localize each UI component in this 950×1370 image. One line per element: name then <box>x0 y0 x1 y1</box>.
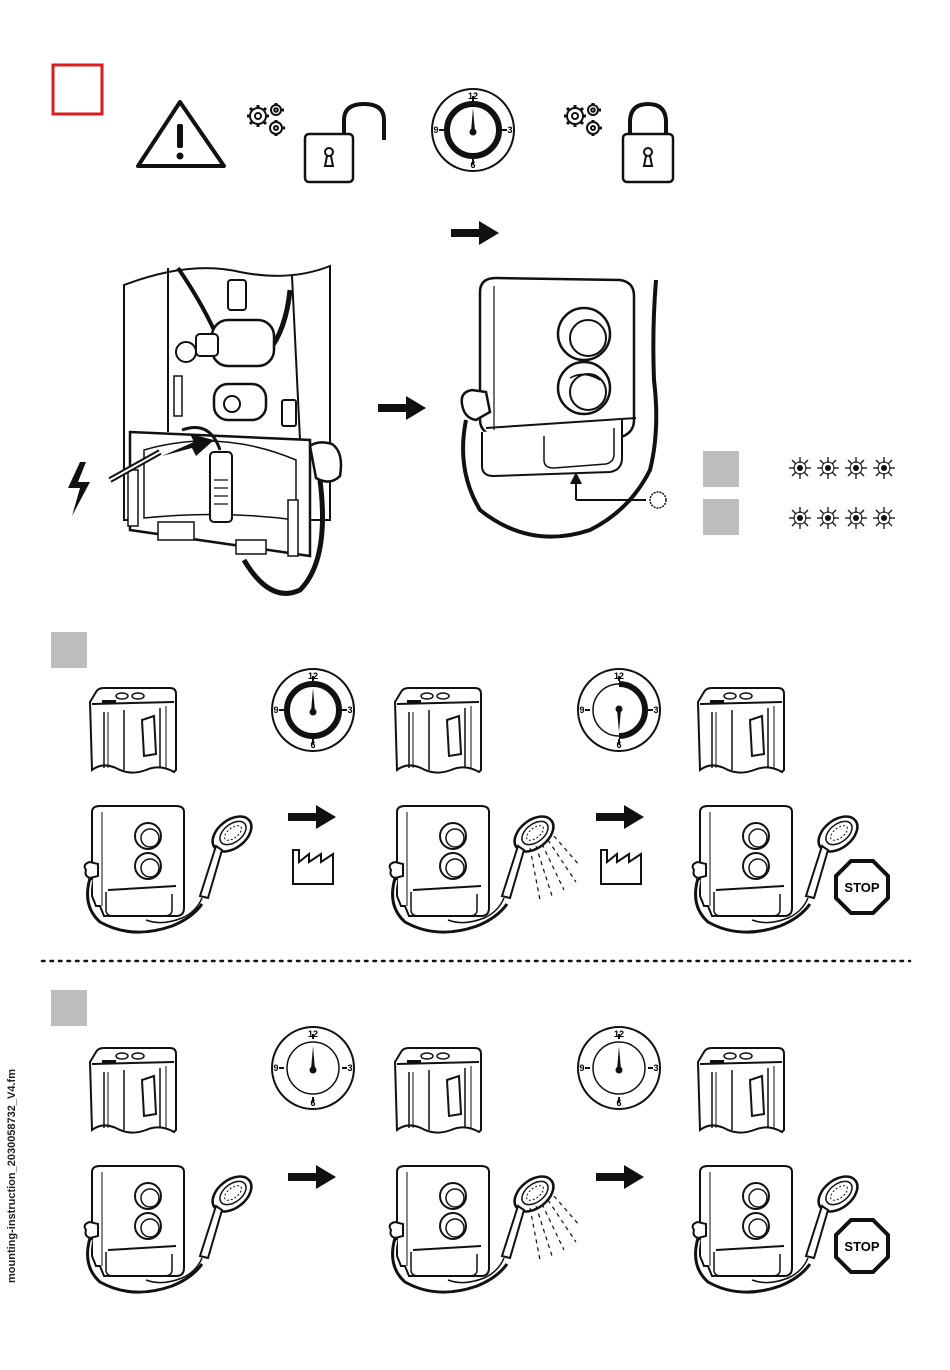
closed-heater-front <box>462 278 657 537</box>
stop-label: STOP <box>844 1239 879 1254</box>
blinking-led-icon <box>873 507 895 529</box>
clock-icon: 12 3 6 9 <box>578 669 660 751</box>
clock-label-6: 6 <box>310 1098 315 1108</box>
clock-label-3: 3 <box>507 125 512 135</box>
padlock-closed-icon <box>623 104 673 182</box>
clock-label-12: 12 <box>308 1029 318 1039</box>
heater-top-view <box>395 688 481 773</box>
clock-label-6: 6 <box>470 160 475 170</box>
arrow-right-icon <box>378 396 426 420</box>
blinking-led-icon <box>873 457 895 479</box>
heater-front <box>390 806 507 932</box>
clock-label-6: 6 <box>616 740 621 750</box>
clock-icon: 12 3 6 9 <box>272 669 354 751</box>
gears-icon <box>247 103 285 136</box>
heater-front <box>693 806 810 932</box>
heater-top-view <box>395 1048 481 1133</box>
clock-label-3: 3 <box>653 705 658 715</box>
blinking-led-icon <box>817 457 839 479</box>
heater-front <box>85 1166 202 1292</box>
heater-top-view <box>90 1048 176 1133</box>
heater-top-view <box>90 688 176 773</box>
lightning-icon <box>68 462 90 516</box>
factory-icon <box>293 850 333 884</box>
clock-label-9: 9 <box>579 1063 584 1073</box>
clock-label-12: 12 <box>614 671 624 681</box>
blinking-led-icon <box>817 507 839 529</box>
document-file-label: mounting-instruction_2030058732_V4.fm <box>6 1046 18 1306</box>
factory-icon <box>601 850 641 884</box>
stop-sign-icon: STOP <box>836 1220 888 1272</box>
clock-label-3: 3 <box>653 1063 658 1073</box>
blinking-led-icon <box>845 457 867 479</box>
warning-triangle-icon <box>138 102 224 166</box>
clock-label-9: 9 <box>433 125 438 135</box>
heater-top-view <box>698 1048 784 1133</box>
led-row-2 <box>789 507 895 529</box>
clock-label-9: 9 <box>273 1063 278 1073</box>
blinking-led-icon <box>845 507 867 529</box>
arrow-right-icon <box>596 1165 644 1189</box>
clock-label-12: 12 <box>468 91 478 101</box>
section-marker <box>51 632 87 668</box>
arrow-right-icon <box>288 1165 336 1189</box>
heater-front <box>390 1166 507 1292</box>
blinking-led-icon <box>789 457 811 479</box>
clock-label-12: 12 <box>614 1029 624 1039</box>
stop-label: STOP <box>844 880 879 895</box>
arrow-right-icon <box>451 221 499 245</box>
clock-label-3: 3 <box>347 705 352 715</box>
gears-icon <box>564 103 602 136</box>
reset-button-icon <box>650 492 666 508</box>
clock-label-9: 9 <box>579 705 584 715</box>
clock-label-6: 6 <box>310 740 315 750</box>
warning-marker-box <box>53 65 102 114</box>
section-marker <box>703 499 739 535</box>
arrow-right-icon <box>596 805 644 829</box>
padlock-open-icon <box>305 104 384 182</box>
stop-sign-icon: STOP <box>836 861 888 913</box>
clock-icon: 12 3 6 9 <box>578 1027 660 1109</box>
clock-icon: 12 3 6 9 <box>432 89 514 171</box>
heater-front <box>85 806 202 932</box>
heater-top-view <box>698 688 784 773</box>
open-heater-interior <box>110 266 341 593</box>
heater-front <box>693 1166 810 1292</box>
blinking-led-icon <box>789 507 811 529</box>
arrow-right-icon <box>288 805 336 829</box>
clock-label-6: 6 <box>616 1098 621 1108</box>
clock-icon: 12 3 6 9 <box>272 1027 354 1109</box>
clock-label-9: 9 <box>273 705 278 715</box>
clock-label-12: 12 <box>308 671 318 681</box>
clock-label-3: 3 <box>347 1063 352 1073</box>
section-marker <box>703 451 739 487</box>
led-row-1 <box>789 457 895 479</box>
reset-pointer <box>570 472 666 508</box>
section-marker <box>51 990 87 1026</box>
